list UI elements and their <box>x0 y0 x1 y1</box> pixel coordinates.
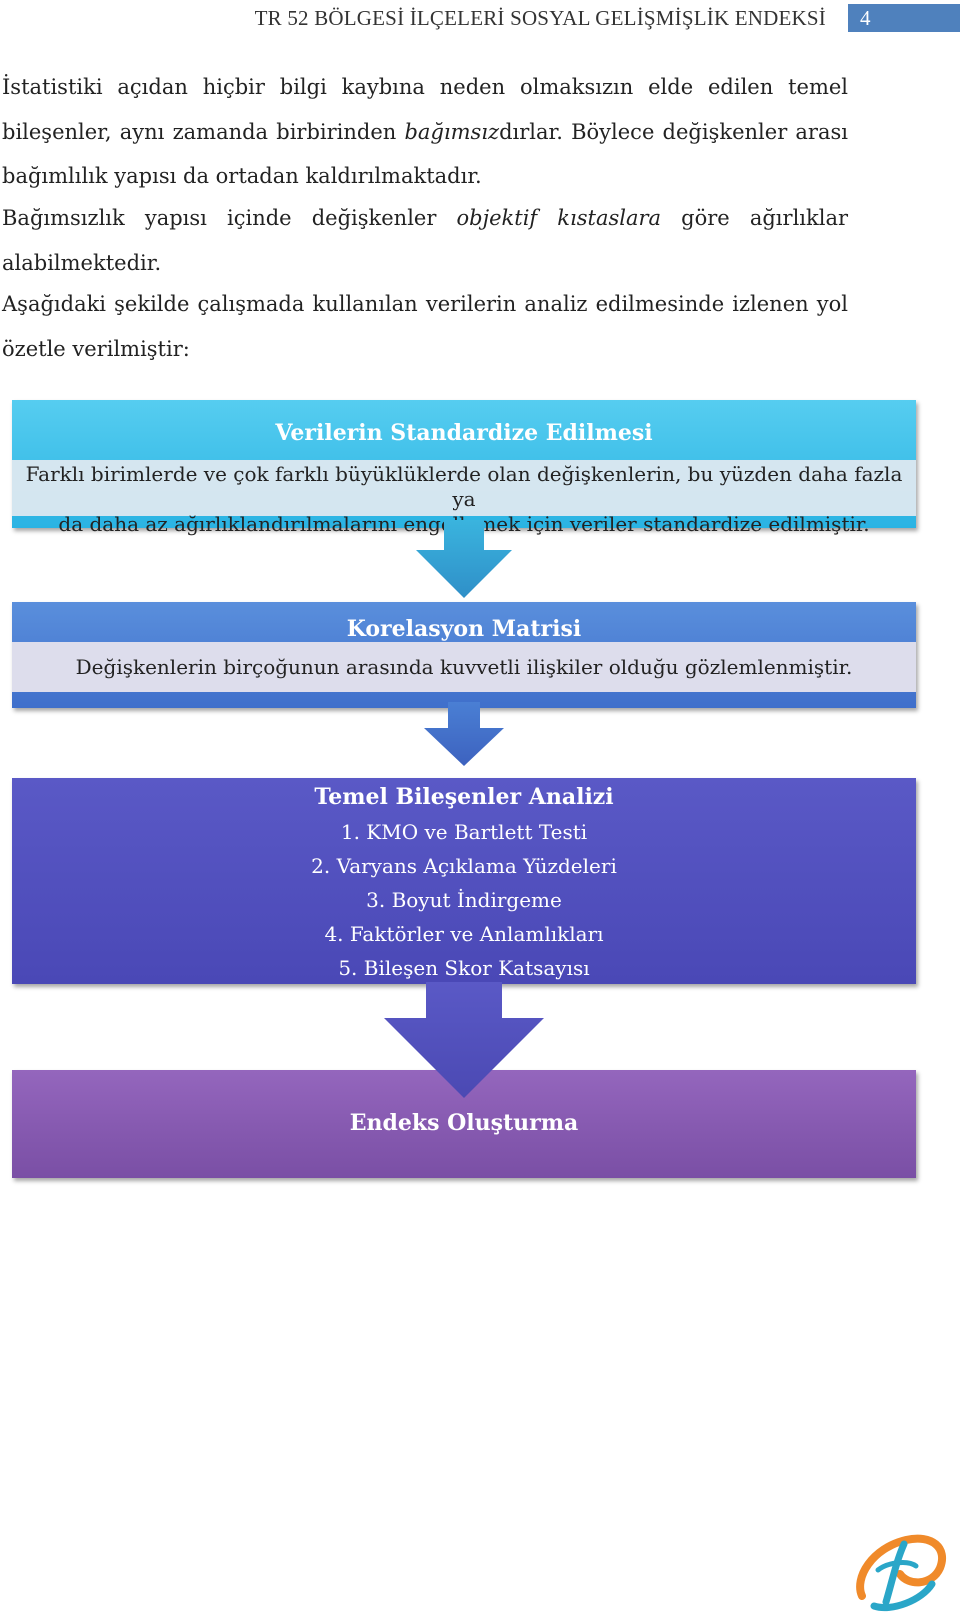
step-standardize-title: Verilerin Standardize Edilmesi <box>275 420 653 446</box>
running-header-title: TR 52 BÖLGESİ İLÇELERİ SOSYAL GELİŞMİŞLİ… <box>254 6 826 30</box>
paragraph-3-line-2: özetle verilmiştir: <box>2 336 190 361</box>
pca-item-variance: 2. Varyans Açıklama Yüzdeleri <box>311 854 617 878</box>
swirl-logo-icon <box>856 1534 946 1611</box>
text-run: Bağımsızlık yapısı içinde değişkenler <box>2 206 457 230</box>
step-correlation-description: Değişkenlerin birçoğunun arasında kuvvet… <box>12 642 916 692</box>
pca-item-score: 5. Bileşen Skor Katsayısı <box>338 956 590 980</box>
text-run: dırlar. Böylece değişkenler arası <box>499 119 848 144</box>
pca-item-kmo: 1. KMO ve Bartlett Testi <box>340 820 588 844</box>
text-run: bileşenler, aynı zamanda birbirinden <box>2 119 405 144</box>
step-index-title: Endeks Oluşturma <box>349 1110 579 1136</box>
description-line: Farklı birimlerde ve çok farklı büyüklük… <box>25 462 903 511</box>
italic-term: bağımsız <box>404 119 500 144</box>
paragraph-3: Aşağıdaki şekilde çalışmada kullanılan v… <box>2 282 848 371</box>
paragraph-2-line-2: alabilmektedir. <box>2 250 162 275</box>
page-number-box: 4 <box>848 4 960 32</box>
down-arrow-icon <box>384 982 544 1098</box>
text-run: göre ağırlıklar <box>661 206 848 230</box>
paragraph-1-line-1: İstatistiki açıdan hiçbir bilgi kaybına … <box>2 75 848 99</box>
paragraph-1-line-3: bağımlılık yapısı da ortadan kaldırılmak… <box>2 164 482 188</box>
paragraph-3-line-1: Aşağıdaki şekilde çalışmada kullanılan v… <box>2 292 848 316</box>
step-pca-box: Temel Bileşenler Analizi 1. KMO ve Bartl… <box>12 778 916 984</box>
step-correlation-title: Korelasyon Matrisi <box>346 616 582 642</box>
paragraph-1-line-2: bileşenler, aynı zamanda birbirinden bağ… <box>2 110 848 155</box>
down-arrow-icon <box>416 520 512 598</box>
page-number: 4 <box>860 6 871 30</box>
step-pca-title: Temel Bileşenler Analizi <box>314 784 614 810</box>
down-arrow-icon <box>424 702 504 766</box>
pca-item-factors: 4. Faktörler ve Anlamlıkları <box>324 922 604 946</box>
paragraph-2-line-1: Bağımsızlık yapısı içinde değişkenler ob… <box>2 196 848 241</box>
step-standardize-box: Verilerin Standardize Edilmesi Farklı bi… <box>12 400 916 536</box>
paragraph-1: İstatistiki açıdan hiçbir bilgi kaybına … <box>2 65 848 199</box>
paragraph-2: Bağımsızlık yapısı içinde değişkenler ob… <box>2 196 848 285</box>
step-standardize-description: Farklı birimlerde ve çok farklı büyüklük… <box>12 460 916 536</box>
step-correlation-box: Korelasyon Matrisi Değişkenlerin birçoğu… <box>12 602 916 708</box>
italic-term: objektif kıstaslara <box>456 206 662 230</box>
pca-item-dimension: 3. Boyut İndirgeme <box>366 888 562 912</box>
